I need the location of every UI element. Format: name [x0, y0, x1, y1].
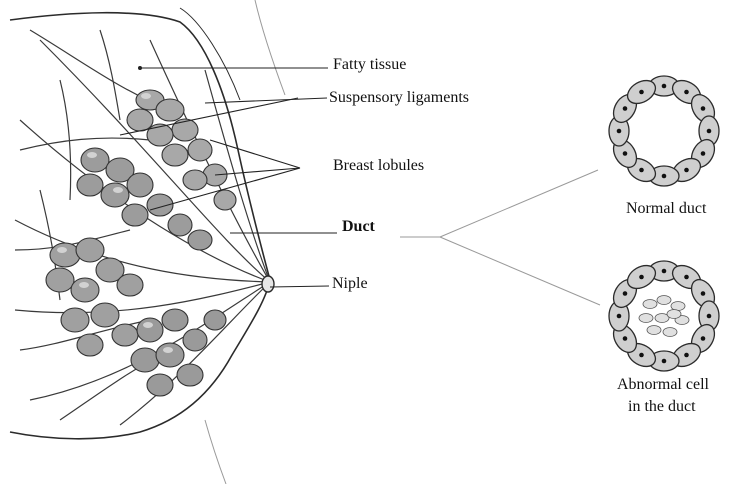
- cell-nucleus: [662, 359, 667, 364]
- cell-nucleus: [684, 275, 689, 280]
- label-breast-lobules: Breast lobules: [333, 157, 424, 175]
- abnormal-cell: [657, 296, 671, 305]
- cell-nucleus: [623, 336, 628, 341]
- abnormal-cell: [667, 310, 681, 319]
- cell-nucleus: [701, 106, 706, 111]
- cell-nucleus: [662, 269, 667, 274]
- cell-nucleus: [684, 168, 689, 173]
- cell-nucleus: [701, 291, 706, 296]
- cell-nucleus: [701, 151, 706, 156]
- label-fatty-tissue: Fatty tissue: [333, 56, 406, 74]
- cell-nucleus: [617, 314, 622, 319]
- cell-nucleus: [623, 291, 628, 296]
- cell-nucleus: [707, 129, 712, 134]
- lobule-cluster-lower-left: [46, 238, 143, 356]
- abnormal-cell: [663, 328, 677, 337]
- cell-nucleus: [623, 106, 628, 111]
- abnormal-cell: [647, 326, 661, 335]
- abnormal-duct-cross-section: [609, 261, 719, 371]
- label-suspensory-ligaments: Suspensory ligaments: [329, 89, 469, 107]
- label-abnormal-cell-line2: in the duct: [628, 398, 696, 416]
- lobule-cluster-lower: [131, 309, 226, 396]
- cell-nucleus: [639, 353, 644, 358]
- nipple: [262, 276, 274, 292]
- cell-nucleus: [707, 314, 712, 319]
- breast-lobules: [46, 90, 236, 396]
- label-duct: Duct: [342, 218, 375, 236]
- lobule-cluster-middle: [77, 148, 212, 250]
- label-normal-duct: Normal duct: [626, 200, 706, 218]
- abnormal-cell: [643, 300, 657, 309]
- duct-connector-lines: [400, 170, 600, 305]
- cell-nucleus: [639, 168, 644, 173]
- label-niple: Niple: [332, 275, 368, 293]
- normal-duct-cross-section: [609, 76, 719, 186]
- cell-nucleus: [617, 129, 622, 134]
- cell-nucleus: [684, 353, 689, 358]
- label-abnormal-cell-line1: Abnormal cell: [617, 376, 709, 394]
- cell-nucleus: [639, 90, 644, 95]
- cell-nucleus: [701, 336, 706, 341]
- abnormal-cell: [639, 314, 653, 323]
- cell-nucleus: [684, 90, 689, 95]
- cell-nucleus: [662, 174, 667, 179]
- cell-nucleus: [623, 151, 628, 156]
- cell-nucleus: [639, 275, 644, 280]
- cell-nucleus: [662, 84, 667, 89]
